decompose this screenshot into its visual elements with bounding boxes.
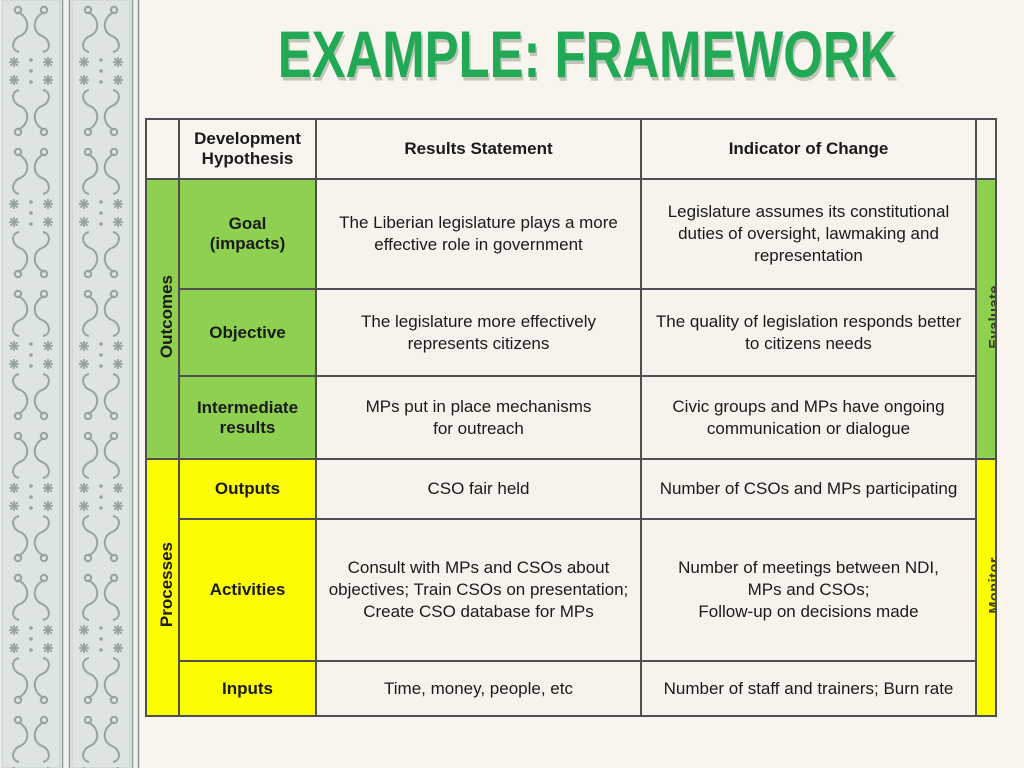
header-development-hypothesis: Development Hypothesis xyxy=(178,118,317,180)
row-label-objective: Objective xyxy=(178,288,317,377)
cell-goal-results: The Liberian legislature plays a more ef… xyxy=(315,178,642,290)
header-empty-right xyxy=(975,118,997,180)
cell-outputs-indicator: Number of CSOs and MPs participating xyxy=(640,458,977,520)
table-header-row: Development Hypothesis Results Statement… xyxy=(145,118,997,180)
band-processes: Processes xyxy=(145,458,180,717)
cell-outputs-results: CSO fair held xyxy=(315,458,642,520)
table-row-intermediate-results: Intermediate results MPs put in place me… xyxy=(146,375,996,460)
ornament-pattern-svg xyxy=(0,0,140,768)
cell-inputs-results: Time, money, people, etc xyxy=(315,660,642,717)
table-row-outputs: Processes Outputs CSO fair held Number o… xyxy=(145,458,997,717)
row-label-intermediate-results: Intermediate results xyxy=(178,375,317,460)
header-results-statement: Results Statement xyxy=(315,118,642,180)
cell-inputs-indicator: Number of staff and trainers; Burn rate xyxy=(640,660,977,717)
cell-intermediate-indicator: Civic groups and MPs have ongoing commun… xyxy=(640,375,977,460)
row-label-activities: Activities xyxy=(178,518,317,662)
row-label-outputs: Outputs xyxy=(178,458,317,520)
band-processes-label: Processes xyxy=(157,542,176,628)
cell-activities-results: Consult with MPs and CSOs about objectiv… xyxy=(315,518,642,662)
band-monitor: Monitor xyxy=(975,458,997,717)
cell-objective-results: The legislature more effectively represe… xyxy=(315,288,642,377)
cell-objective-indicator: The quality of legislation responds bett… xyxy=(640,288,977,377)
cell-activities-indicator: Number of meetings between NDI, MPs and … xyxy=(640,518,977,662)
row-label-goal: Goal (impacts) xyxy=(178,178,317,290)
header-indicator-of-change: Indicator of Change xyxy=(640,118,977,180)
row-label-inputs: Inputs xyxy=(178,660,317,717)
table-row-objective: Objective The legislature more effective… xyxy=(146,288,996,377)
band-outcomes-label: Outcomes xyxy=(157,274,176,359)
table-row-goal: Outcomes Goal (impacts) The Liberian leg… xyxy=(145,178,997,460)
band-evaluate-label: Evaluate xyxy=(987,284,996,349)
header-empty-left xyxy=(145,118,180,180)
table-row-inputs: Inputs Time, money, people, etc Number o… xyxy=(146,660,996,717)
band-monitor-label: Monitor xyxy=(987,556,996,614)
table-row-activities: Activities Consult with MPs and CSOs abo… xyxy=(146,518,996,662)
slide-title: EXAMPLE: FRAMEWORK xyxy=(277,18,897,93)
cell-intermediate-results: MPs put in place mechanisms for outreach xyxy=(315,375,642,460)
framework-table: Development Hypothesis Results Statement… xyxy=(145,118,997,717)
cell-goal-indicator: Legislature assumes its constitutional d… xyxy=(640,178,977,290)
band-outcomes: Outcomes xyxy=(145,178,180,460)
decorative-border xyxy=(0,0,140,768)
band-evaluate: Evaluate xyxy=(975,178,997,460)
